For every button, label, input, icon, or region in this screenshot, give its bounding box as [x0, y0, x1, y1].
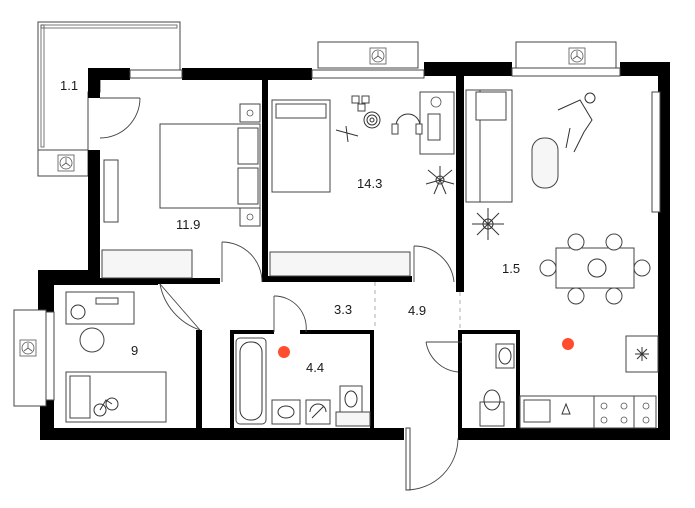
room-label-hall: 3.3 [334, 302, 352, 317]
bicycle-icon [93, 397, 119, 417]
door-bedroom-second[interactable] [413, 245, 455, 283]
dining-table [539, 233, 651, 305]
marker-kitchen[interactable] [562, 338, 574, 350]
window-top-1 [129, 69, 183, 79]
wardrobe [101, 249, 193, 279]
wc-fixtures [479, 343, 515, 427]
plant-icon [472, 208, 504, 240]
door-bedroom-main[interactable] [221, 241, 263, 283]
desk [65, 291, 135, 325]
airplane-icon [335, 125, 359, 143]
room-label-bedroom-second: 14.3 [357, 176, 382, 191]
fan-icon [369, 47, 387, 65]
window-top-2 [311, 41, 425, 79]
marker-bathroom[interactable] [278, 346, 290, 358]
room-label-bedroom-main: 11.9 [176, 217, 200, 232]
fan-icon [19, 339, 37, 357]
window-left [13, 309, 55, 407]
room-label-living: 1.5 [502, 261, 520, 276]
office-chair [79, 327, 105, 353]
balcony-top [37, 21, 181, 177]
plant-icon [425, 166, 455, 195]
door-balcony[interactable] [99, 97, 141, 139]
room-label-bedroom-small: 9 [131, 343, 138, 358]
fan-icon [57, 154, 75, 172]
target-icon [363, 111, 381, 129]
kitchen-counter [519, 335, 659, 429]
toy-blocks [351, 95, 370, 112]
sofa [465, 89, 513, 203]
interior-walls [54, 62, 520, 430]
room-label-bathroom: 4.4 [306, 360, 324, 375]
exterior-walls [38, 62, 670, 440]
faucet-icon [561, 402, 571, 415]
door-wc[interactable] [425, 341, 462, 373]
door-bathroom[interactable] [273, 295, 307, 333]
room-label-balcony: 1.1 [60, 78, 78, 93]
wardrobe [269, 251, 411, 277]
door-entrance[interactable] [405, 427, 459, 491]
single-bed [271, 99, 331, 193]
bathroom-fixtures [235, 337, 371, 427]
window-top-3 [511, 41, 621, 77]
coffee-table [531, 137, 559, 189]
double-bed [159, 103, 261, 227]
fan-icon [568, 47, 586, 65]
single-bed [65, 371, 167, 423]
room-label-corridor: 4.9 [408, 303, 426, 318]
snowflake-icon [635, 347, 649, 361]
tv-stand [103, 159, 119, 223]
desk [419, 91, 455, 155]
dog-icon [557, 92, 596, 153]
headphones-icon [391, 113, 423, 135]
door-bedroom-small[interactable] [159, 283, 201, 331]
